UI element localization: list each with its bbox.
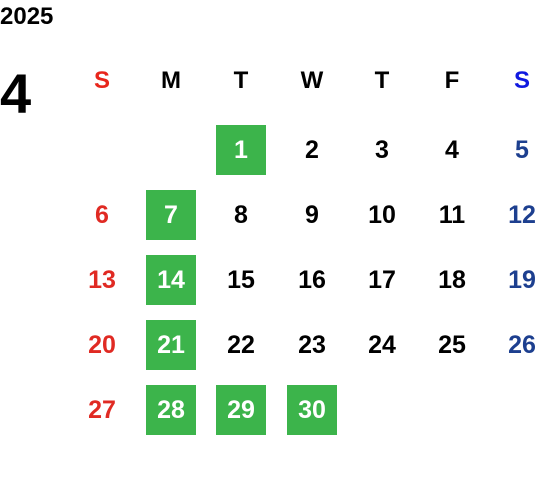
day-cell[interactable]: 25 <box>438 330 466 359</box>
day-cell-highlighted[interactable]: 28 <box>146 385 196 435</box>
day-cell[interactable]: 16 <box>298 265 326 294</box>
day-cell[interactable]: 8 <box>234 200 248 229</box>
day-cell[interactable]: 4 <box>445 135 459 164</box>
day-cell[interactable]: 2 <box>305 135 319 164</box>
weekday-header-6: S <box>513 67 530 94</box>
day-cell[interactable]: 26 <box>508 330 536 359</box>
weekday-header-0: S <box>93 67 110 94</box>
day-cell[interactable]: 6 <box>95 200 109 229</box>
day-cell[interactable]: 23 <box>298 330 326 359</box>
day-cell[interactable]: 17 <box>368 265 396 294</box>
day-cell-highlighted[interactable]: 14 <box>146 255 196 305</box>
day-cell[interactable]: 18 <box>438 265 466 294</box>
day-cell-highlighted[interactable]: 29 <box>216 385 266 435</box>
weekday-header-4: T <box>374 67 390 94</box>
day-cell[interactable]: 24 <box>368 330 396 359</box>
weekday-header-2: T <box>233 67 249 94</box>
day-cell-highlighted[interactable]: 30 <box>287 385 337 435</box>
month-label: 4 <box>0 62 32 125</box>
day-cell[interactable]: 15 <box>227 265 255 294</box>
day-cell[interactable]: 19 <box>508 265 536 294</box>
weekday-header-5: F <box>444 67 460 94</box>
day-cell[interactable]: 27 <box>88 395 116 424</box>
day-cell-highlighted[interactable]: 21 <box>146 320 196 370</box>
day-cell[interactable]: 3 <box>375 135 389 164</box>
weekday-header-3: W <box>300 67 324 94</box>
weekday-header-1: M <box>161 67 181 94</box>
day-cell[interactable]: 10 <box>368 200 396 229</box>
day-cell[interactable]: 12 <box>508 200 536 229</box>
day-cell-highlighted[interactable]: 1 <box>216 125 266 175</box>
year-label: 2025 <box>0 3 54 30</box>
day-cell[interactable]: 13 <box>88 265 116 294</box>
day-cell[interactable]: 22 <box>227 330 255 359</box>
day-cell[interactable]: 5 <box>515 135 529 164</box>
day-cell[interactable]: 9 <box>305 200 319 229</box>
day-cell-highlighted[interactable]: 7 <box>146 190 196 240</box>
day-cell[interactable]: 11 <box>438 200 466 229</box>
day-cell[interactable]: 20 <box>88 330 116 359</box>
